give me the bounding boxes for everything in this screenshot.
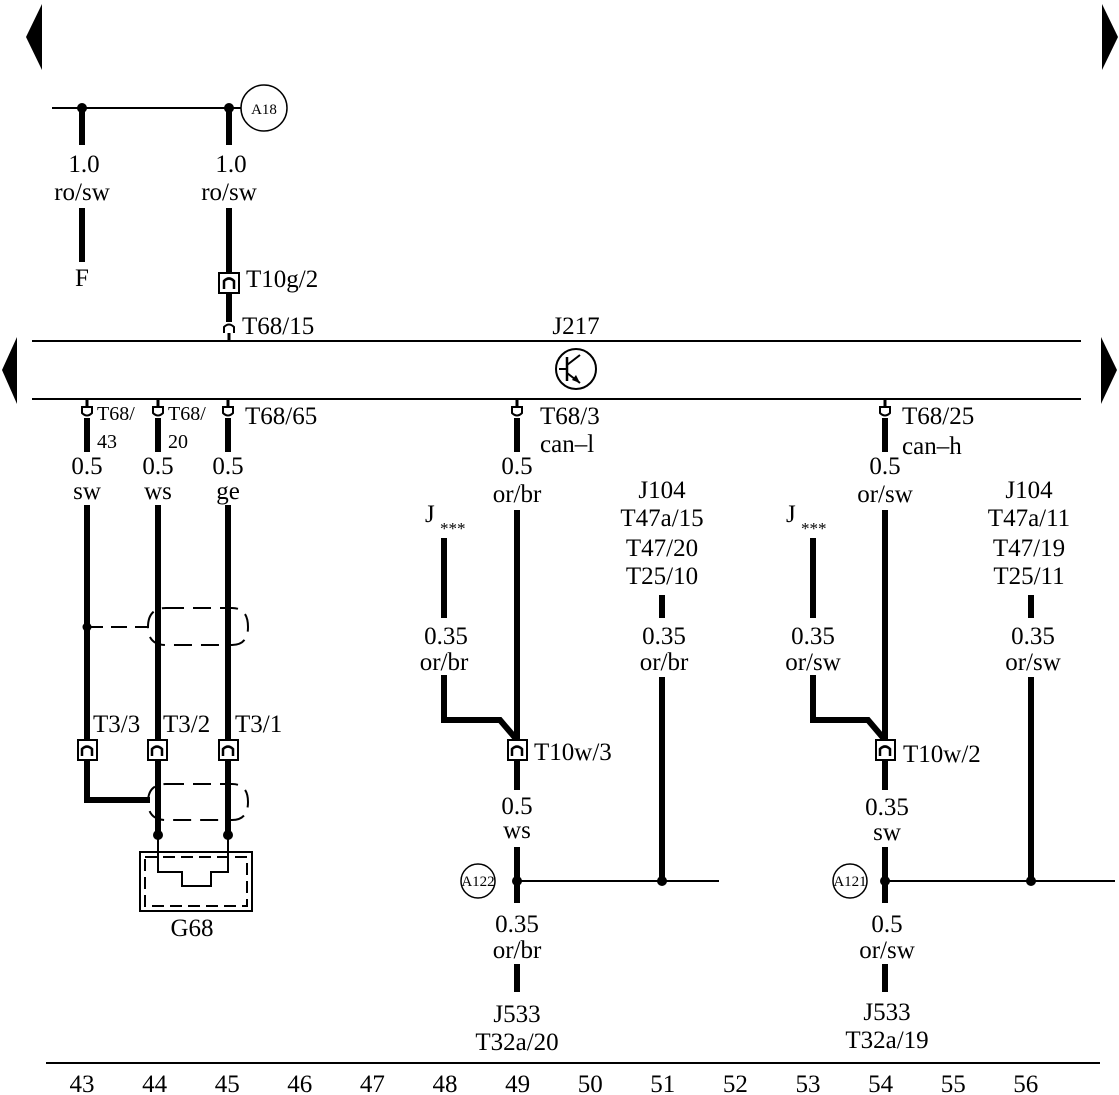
- wire-gauge: 0.5: [869, 453, 900, 480]
- grid-number: 53: [796, 1071, 821, 1095]
- wire-color: sw: [873, 819, 901, 846]
- j104-label: T47a/15: [620, 505, 703, 532]
- transistor-icon: [555, 348, 597, 390]
- wire-color: or/br: [420, 649, 469, 676]
- wire-gauge: 0.5: [212, 453, 243, 480]
- pin-label: T68/65: [245, 403, 317, 430]
- page-back-arrow-top[interactable]: [26, 4, 42, 70]
- wire-gauge: 0.35: [642, 623, 686, 650]
- signal-label: can–h: [902, 433, 962, 460]
- wire-gauge: 0.5: [71, 453, 102, 480]
- destination-label: T32a/19: [845, 1027, 928, 1054]
- signal-label: can–l: [540, 431, 594, 458]
- grid-number: 55: [941, 1071, 966, 1095]
- page-forward-arrow-top[interactable]: [1102, 4, 1118, 70]
- pin-label: 43: [97, 431, 117, 453]
- connector-label: T3/2: [163, 711, 210, 738]
- j104-label: J104: [638, 477, 686, 504]
- wire-gauge: 0.5: [501, 793, 532, 820]
- can-low-wiring: T68/3 can–l 0.5 or/br J *** 0.35 or/br T…: [420, 399, 719, 1056]
- connector-label: T3/1: [235, 711, 282, 738]
- destination-label: T32a/20: [475, 1029, 558, 1056]
- destination-label: J533: [863, 999, 910, 1026]
- wire-gauge: 0.35: [1011, 623, 1055, 650]
- wire-color: ro/sw: [201, 179, 257, 206]
- wire-gauge: 1.0: [215, 151, 246, 178]
- pin-label: T68/25: [902, 403, 974, 430]
- j104-label: T47/20: [626, 535, 698, 562]
- wire-gauge: 0.5: [501, 453, 532, 480]
- sensor-g68-wiring: T68/ 43 T68/ 20 T68/65 0.5 sw 0.5 ws 0.5…: [71, 399, 317, 942]
- grid-number: 51: [650, 1071, 675, 1095]
- ground-point-a18-label: A18: [251, 102, 277, 118]
- ground-point-a122-label: A122: [461, 874, 494, 890]
- grid-number: 49: [505, 1071, 530, 1095]
- ground-point-a121: [832, 863, 868, 899]
- wire-color: or/sw: [859, 937, 915, 964]
- grid-number: 50: [578, 1071, 603, 1095]
- source-subscript: ***: [801, 519, 827, 538]
- pin-label: T68/15: [242, 313, 314, 340]
- wire-color: ws: [144, 478, 172, 505]
- ground-point-a122: [460, 863, 496, 899]
- wire-color: or/sw: [785, 649, 841, 676]
- wire-color: ge: [216, 478, 240, 505]
- pin-label: 20: [168, 431, 188, 453]
- page-back-arrow-middle[interactable]: [2, 337, 17, 404]
- wire-color: or/sw: [1005, 649, 1061, 676]
- grid-number: 45: [215, 1071, 240, 1095]
- wire-color: or/br: [493, 481, 542, 508]
- wire-color: ro/sw: [54, 179, 110, 206]
- source-label: J: [425, 501, 435, 528]
- source-subscript: ***: [440, 519, 466, 538]
- component-label: J217: [552, 313, 599, 340]
- grid-number: 47: [360, 1071, 385, 1095]
- destination-label: J533: [493, 1001, 540, 1028]
- wire-color: sw: [73, 478, 101, 505]
- grid-number: 43: [70, 1071, 95, 1095]
- sensor-label: G68: [170, 915, 213, 942]
- top-feed: A18 1.0 ro/sw F 1.0 ro/sw T10g/2 T68/15: [52, 84, 318, 341]
- wire-color: or/br: [640, 649, 689, 676]
- sensor-g68-symbol: [139, 835, 253, 912]
- connector-label: T10g/2: [246, 266, 318, 293]
- pin-label: T68/: [168, 403, 206, 425]
- wire-gauge: 0.5: [871, 911, 902, 938]
- grid-number: 54: [868, 1071, 894, 1095]
- wire-gauge: 0.35: [791, 623, 835, 650]
- ground-point-a18: [240, 84, 288, 132]
- grid-numbers: 43 44 45 46 47 48 49 50 51 52 53 54 55 56: [70, 1071, 1039, 1095]
- connector-label: T10w/3: [534, 739, 612, 766]
- pin-label: T68/: [97, 403, 135, 425]
- control-unit-j217: J217: [32, 313, 1081, 400]
- j104-label: T25/10: [626, 563, 698, 590]
- connector-label: T10w/2: [903, 741, 981, 768]
- page-forward-arrow-middle[interactable]: [1101, 337, 1117, 404]
- j104-label: T25/11: [993, 563, 1064, 590]
- wire-destination: F: [75, 265, 89, 292]
- wire-gauge: 0.35: [424, 623, 468, 650]
- ground-point-a121-label: A121: [833, 874, 866, 890]
- wire-color: or/sw: [857, 481, 913, 508]
- grid-number: 48: [433, 1071, 458, 1095]
- wire-color: or/br: [493, 937, 542, 964]
- grid-number: 44: [142, 1071, 168, 1095]
- j104-label: J104: [1005, 477, 1053, 504]
- grid-number: 56: [1013, 1071, 1038, 1095]
- wire-color: ws: [503, 817, 531, 844]
- connector-t10g-2: [218, 272, 240, 294]
- j104-label: T47/19: [993, 535, 1065, 562]
- grid-number: 46: [287, 1071, 312, 1095]
- wire-gauge: 0.5: [142, 453, 173, 480]
- wire-gauge: 0.35: [495, 911, 539, 938]
- can-high-wiring: T68/25 can–h 0.5 or/sw J *** 0.35 or/sw …: [785, 399, 1115, 1054]
- wire-gauge: 1.0: [68, 151, 99, 178]
- connector-label: T3/3: [93, 711, 140, 738]
- grid-number: 52: [723, 1071, 748, 1095]
- pin-label: T68/3: [540, 403, 600, 430]
- source-label: J: [786, 501, 796, 528]
- j104-label: T47a/11: [988, 505, 1070, 532]
- wire-gauge: 0.35: [865, 794, 909, 821]
